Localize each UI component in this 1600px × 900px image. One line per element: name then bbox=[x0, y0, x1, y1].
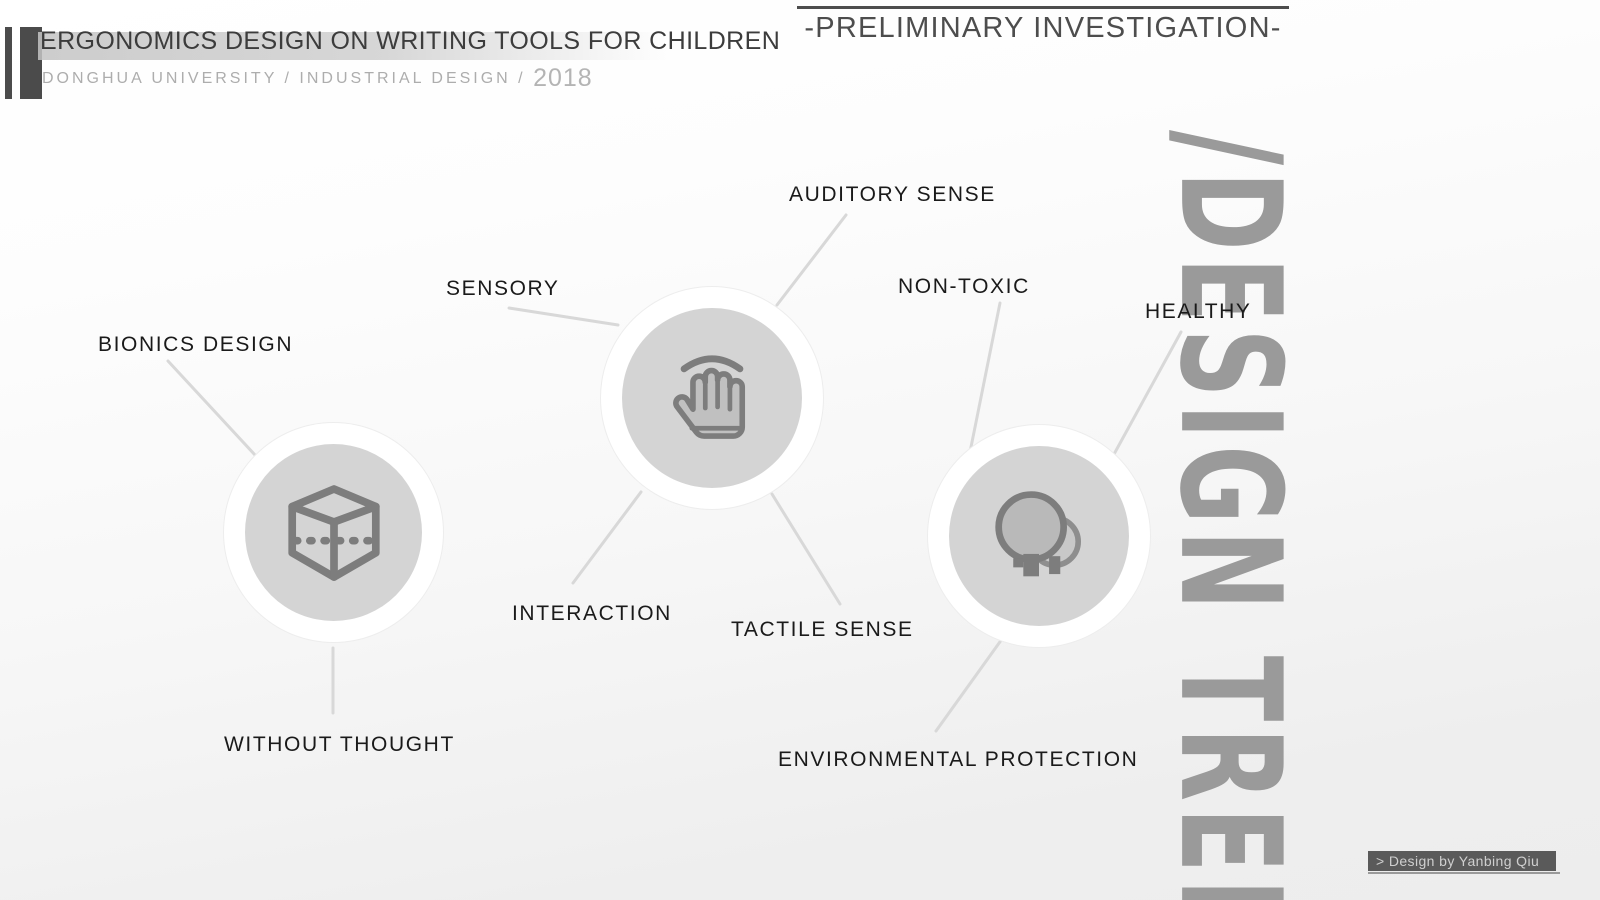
header-accent-bar-thick bbox=[20, 27, 42, 99]
hand-touch-icon bbox=[673, 355, 746, 439]
connector-line bbox=[571, 490, 643, 585]
label-environmental-protection: ENVIRONMENTAL PROTECTION bbox=[778, 748, 1139, 771]
section-heading: -PRELIMINARY INVESTIGATION- bbox=[804, 12, 1282, 44]
label-tactile-sense: TACTILE SENSE bbox=[731, 618, 914, 641]
page-subtitle: DONGHUA UNIVERSITY / INDUSTRIAL DESIGN /… bbox=[42, 64, 593, 93]
connector-line bbox=[934, 637, 1004, 733]
connector-line bbox=[775, 213, 848, 307]
title-highlight-band bbox=[38, 32, 668, 60]
node-environment-disc bbox=[949, 446, 1129, 626]
design-trend-vertical-label-text: /DESIGN TREND bbox=[1148, 130, 1312, 900]
page-subtitle-text: DONGHUA UNIVERSITY / INDUSTRIAL DESIGN / bbox=[42, 70, 534, 87]
footer-rule bbox=[1368, 872, 1560, 874]
connector-line bbox=[166, 359, 257, 457]
footer-credit: > Design by Yanbing Qiu bbox=[1368, 851, 1556, 871]
label-without-thought: WITHOUT THOUGHT bbox=[224, 733, 455, 756]
node-environment[interactable] bbox=[928, 425, 1150, 647]
label-auditory-sense: AUDITORY SENSE bbox=[789, 183, 996, 206]
label-interaction: INTERACTION bbox=[512, 602, 672, 625]
label-sensory: SENSORY bbox=[446, 277, 560, 300]
connector-line bbox=[507, 306, 620, 327]
label-bionics-design: BIONICS DESIGN bbox=[98, 333, 294, 356]
label-healthy: HEALTHY bbox=[1145, 300, 1252, 323]
section-heading-rule bbox=[797, 6, 1289, 9]
node-bionics-disc bbox=[245, 444, 422, 621]
node-sensory-disc bbox=[622, 308, 802, 488]
label-non-toxic: NON-TOXIC bbox=[898, 275, 1030, 298]
trees-icon bbox=[995, 491, 1081, 577]
header-accent-bar-thin bbox=[5, 27, 12, 99]
cube-wireframe-icon bbox=[287, 484, 380, 581]
node-bionics[interactable] bbox=[224, 423, 443, 642]
design-trend-vertical-label: /DESIGN TREND bbox=[1149, 130, 1311, 900]
connector-line bbox=[770, 492, 842, 606]
page-subtitle-year: 2018 bbox=[533, 64, 593, 92]
node-sensory[interactable] bbox=[601, 287, 823, 509]
page-title: ERGONOMICS DESIGN ON WRITING TOOLS FOR C… bbox=[40, 27, 781, 55]
